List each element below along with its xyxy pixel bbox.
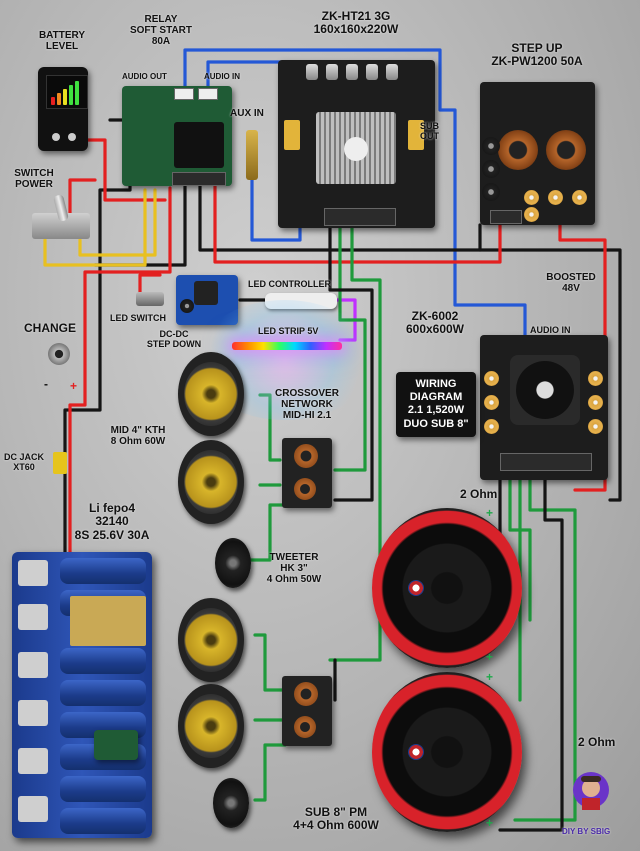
sub1-plus-bottom: + (486, 650, 494, 664)
wire-black-xover (328, 223, 374, 502)
sub2-plus-top: + (486, 670, 494, 684)
dc-charge-jack (48, 343, 70, 365)
wire-red-main (213, 183, 502, 264)
led-strip-label: LED STRIP 5V (258, 326, 319, 336)
inductor-1 (498, 130, 538, 170)
tweeter-1 (215, 538, 251, 588)
led-strip (232, 342, 342, 350)
wire-green-xover-in-2 (328, 223, 382, 662)
wire-green-mid3 (253, 633, 284, 692)
wire-yellow-2 (78, 188, 157, 257)
xt60-connector (53, 452, 67, 474)
wire-red-charge (68, 186, 172, 562)
brand-logo (573, 772, 609, 810)
wire-black-sub2 (498, 478, 564, 832)
wire-red-battery-level (83, 138, 167, 202)
sub-ohm-bottom-label: 2 Ohm (578, 735, 616, 749)
wire-blue-aux-in (250, 178, 302, 242)
charge-minus: - (44, 377, 48, 391)
wire-green-xover-in (333, 223, 367, 472)
wire-black-charge (63, 118, 132, 562)
brand-label: DIY BY SBIG (562, 827, 611, 836)
crossover-network-1 (282, 438, 332, 508)
battery-level-meter (38, 67, 88, 151)
mid-speaker-3 (178, 598, 244, 682)
wire-yellow-1 (43, 188, 147, 267)
battery-level-display (46, 75, 88, 109)
wire-red-sw (68, 178, 97, 217)
subwoofer-2 (372, 672, 522, 832)
aux-in-label: AUX IN (230, 108, 264, 119)
wire-red-boost (558, 223, 607, 492)
relay-soft-start-board (122, 86, 232, 186)
led-switch-label: LED SWITCH (110, 313, 166, 323)
mid-speaker-4 (178, 684, 244, 768)
led-switch-plug (136, 292, 164, 306)
aux-in-jack (246, 130, 258, 180)
mid-speaker-2 (178, 440, 244, 524)
inductor-2 (546, 130, 586, 170)
wire-blue-audio-out (183, 48, 527, 337)
charge-label: CHANGE (24, 321, 77, 335)
relay-coil (174, 122, 224, 168)
step-up-board (480, 82, 595, 225)
tweeter-2 (213, 778, 249, 828)
mid-speaker-1 (178, 352, 244, 436)
subwoofer-1 (372, 508, 522, 668)
crossover-network-2 (282, 676, 332, 746)
bms-board (70, 596, 146, 646)
wiring-diagram-title: WIRING DIAGRAM 2.1 1,520W DUO SUB 8" (396, 372, 476, 437)
relay-audio-out-label: AUDIO OUT (122, 72, 167, 81)
wire-black-sub (478, 248, 622, 502)
sub-amp-audio-in-label: AUDIO IN (530, 325, 571, 335)
relay-audio-in-label: AUDIO IN (204, 72, 240, 81)
zk-6002-amplifier (480, 335, 608, 480)
led-controller-label: LED CONTROLLER (248, 279, 331, 289)
wire-green-sub2 (513, 478, 577, 822)
power-toggle-switch (32, 194, 90, 245)
zk-ht21-amplifier (278, 60, 435, 228)
wire-red-led (138, 273, 162, 302)
lifepo4-battery-pack (12, 552, 152, 838)
charge-plus: + (70, 379, 78, 393)
wire-green-tweet2 (253, 743, 287, 802)
sub1-plus-top: + (486, 506, 494, 520)
sub-ohm-top-label: 2 Ohm (460, 487, 498, 501)
sub2-plus-bottom: + (486, 816, 494, 830)
wire-green-tweet (248, 503, 292, 562)
